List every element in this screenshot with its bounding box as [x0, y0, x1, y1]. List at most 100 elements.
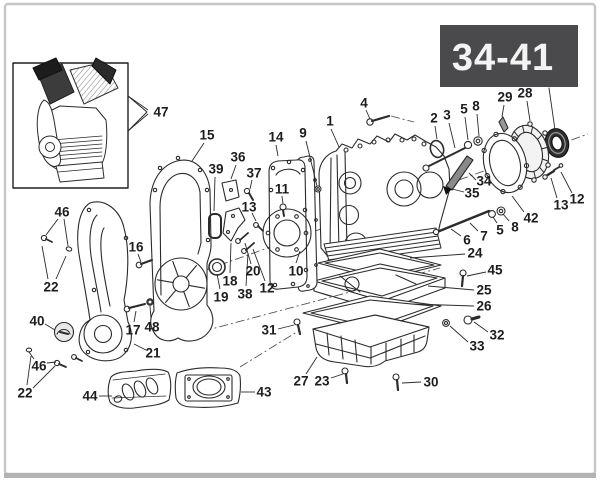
callout-12-label: 12 [569, 192, 584, 207]
nut-8-lower [496, 206, 506, 216]
callout-33-label: 33 [469, 339, 485, 354]
screw-45 [459, 269, 467, 288]
callout-22-leader [41, 245, 49, 280]
callout-3-label: 3 [443, 108, 451, 123]
callout-5-label: 5 [496, 223, 504, 238]
callout-7-label: 7 [480, 229, 488, 244]
callout-15-leader [191, 142, 205, 162]
screws-46-upper [40, 234, 73, 252]
callout-40-leader [44, 323, 56, 331]
callout-46-leader [28, 351, 35, 360]
callout-9-label: 9 [299, 126, 307, 141]
page-badge-background [440, 25, 578, 87]
callout-21-label: 21 [145, 346, 161, 361]
callout-8-leader [502, 213, 510, 222]
callout-22-leader [55, 255, 67, 280]
callout-5-leader [464, 116, 469, 141]
bolt-13-left [253, 222, 264, 232]
callout-47-label: 47 [153, 105, 168, 120]
callout-47-leader [127, 113, 149, 132]
callout-27-leader [305, 356, 318, 375]
callout-20-label: 20 [245, 264, 260, 279]
callout-14-label: 14 [268, 130, 284, 145]
callout-18-leader [229, 242, 232, 274]
callout-38-label: 38 [237, 287, 253, 302]
screw-17 [123, 303, 146, 313]
callout-3-leader [448, 122, 456, 149]
callout-18-label: 18 [222, 274, 238, 289]
callout-19-leader [216, 273, 221, 290]
callout-5-leader [492, 216, 498, 224]
tensioner-18 [222, 207, 246, 242]
callout-10-leader [295, 250, 301, 264]
flywheel-ring-part [481, 131, 530, 195]
callout-22-label: 22 [43, 280, 58, 295]
callout-17-leader [133, 310, 137, 323]
callout-14-leader [275, 144, 279, 157]
callout-9-leader [305, 140, 318, 187]
callout-23-leader [330, 373, 344, 379]
callout-46-leader [45, 218, 59, 236]
seal-ring-2 [429, 139, 445, 159]
callout-32-leader [473, 321, 489, 333]
callout-34-label: 34 [476, 174, 492, 189]
callout-46-label: 46 [54, 205, 70, 220]
callout-25-label: 25 [476, 283, 492, 298]
bolt-38 [241, 242, 255, 254]
callout-27-label: 27 [293, 374, 308, 389]
callout-22-leader [32, 365, 56, 389]
callout-11-label: 11 [275, 182, 290, 197]
drain-plug-32 [463, 315, 481, 325]
nut-8-upper [473, 136, 483, 146]
callout-1-leader [330, 128, 340, 148]
callout-46-leader [63, 218, 69, 247]
callout-42-leader [511, 195, 525, 213]
bolt-13-right [542, 169, 556, 180]
callout-30-leader [401, 381, 422, 384]
callout-2-leader [434, 125, 438, 140]
callout-34-leader [468, 172, 477, 181]
callout-6-leader [450, 228, 462, 237]
bolt-20 [235, 232, 249, 244]
timing-cover-part [149, 155, 214, 342]
stud-6-7 [432, 209, 491, 236]
nut-9 [314, 185, 322, 193]
callout-48-leader [149, 305, 152, 320]
engine-thumbnail-inset [12, 57, 148, 189]
screw-23 [341, 367, 349, 385]
plate-36 [221, 179, 240, 202]
screw-16 [135, 259, 153, 269]
callout-25-leader [427, 285, 475, 291]
screw-31 [293, 318, 302, 336]
callout-16-leader [137, 253, 142, 263]
arrow-35 [443, 186, 452, 195]
callout-12-label: 12 [259, 281, 274, 296]
gasket-kit-bag [174, 367, 241, 408]
callout-37-leader [249, 179, 253, 190]
callout-22-leader [26, 355, 32, 386]
stud-29 [498, 116, 509, 133]
page-badge-label: 34-41 [452, 37, 554, 79]
callout-1-label: 1 [326, 114, 334, 129]
callout-43-label: 43 [256, 385, 272, 400]
callout-4-leader [365, 109, 371, 120]
callout-23-label: 23 [314, 374, 330, 389]
callout-24-leader [409, 253, 466, 259]
callout-21-leader [133, 343, 147, 351]
seal-ring-39 [208, 213, 222, 239]
callout-22-label: 22 [17, 386, 32, 401]
callout-12-leader [560, 171, 573, 194]
callout-28-leader [526, 100, 531, 122]
callout-48-label: 48 [144, 320, 160, 335]
callout-10-label: 10 [288, 264, 303, 279]
callout-46-label: 46 [31, 359, 47, 374]
frame-bottom-edge [4, 473, 596, 478]
callout-28-label: 28 [517, 86, 533, 101]
callout-33-leader [449, 325, 469, 343]
taper-pin-34 [445, 155, 474, 191]
callout-45-leader [466, 271, 487, 277]
callout-12-leader [252, 248, 266, 282]
callout-16-label: 16 [128, 240, 144, 255]
callout-24-label: 24 [467, 246, 483, 261]
